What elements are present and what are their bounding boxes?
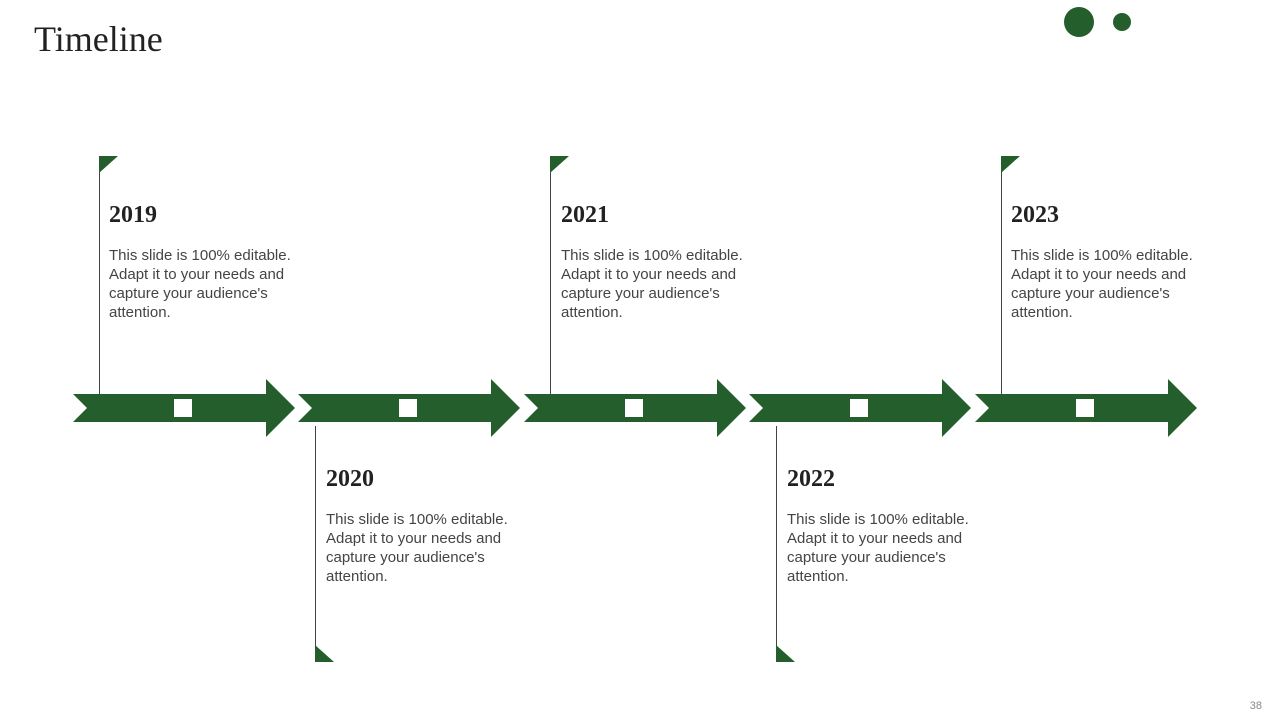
slide-title: Timeline — [34, 19, 163, 59]
event-stem — [550, 156, 551, 394]
event-description: This slide is 100% editable. Adapt it to… — [1011, 247, 1193, 321]
event-year-2021: 2021 — [561, 202, 609, 228]
decorative-dot-small — [1113, 13, 1131, 31]
timeline-marker — [1076, 399, 1094, 417]
event-year-2023: 2023 — [1011, 202, 1059, 228]
page-number: 38 — [1249, 700, 1262, 712]
event-description: This slide is 100% editable. Adapt it to… — [109, 247, 291, 321]
event-stem — [315, 426, 316, 662]
event-stem — [1001, 156, 1002, 394]
flag-icon — [550, 156, 569, 173]
timeline-marker — [174, 399, 192, 417]
decorative-dot-large — [1064, 7, 1094, 37]
flag-icon — [99, 156, 118, 173]
timeline-marker — [625, 399, 643, 417]
event-stem — [776, 426, 777, 662]
event-year-2019: 2019 — [109, 202, 157, 228]
event-stem — [99, 156, 100, 394]
event-description: This slide is 100% editable. Adapt it to… — [561, 247, 743, 321]
timeline-marker — [850, 399, 868, 417]
event-description: This slide is 100% editable. Adapt it to… — [787, 511, 969, 585]
flag-icon — [1001, 156, 1020, 173]
event-year-2022: 2022 — [787, 466, 835, 492]
flag-icon — [315, 645, 334, 662]
flag-icon — [776, 645, 795, 662]
timeline-marker — [399, 399, 417, 417]
event-description: This slide is 100% editable. Adapt it to… — [326, 511, 508, 585]
event-year-2020: 2020 — [326, 466, 374, 492]
